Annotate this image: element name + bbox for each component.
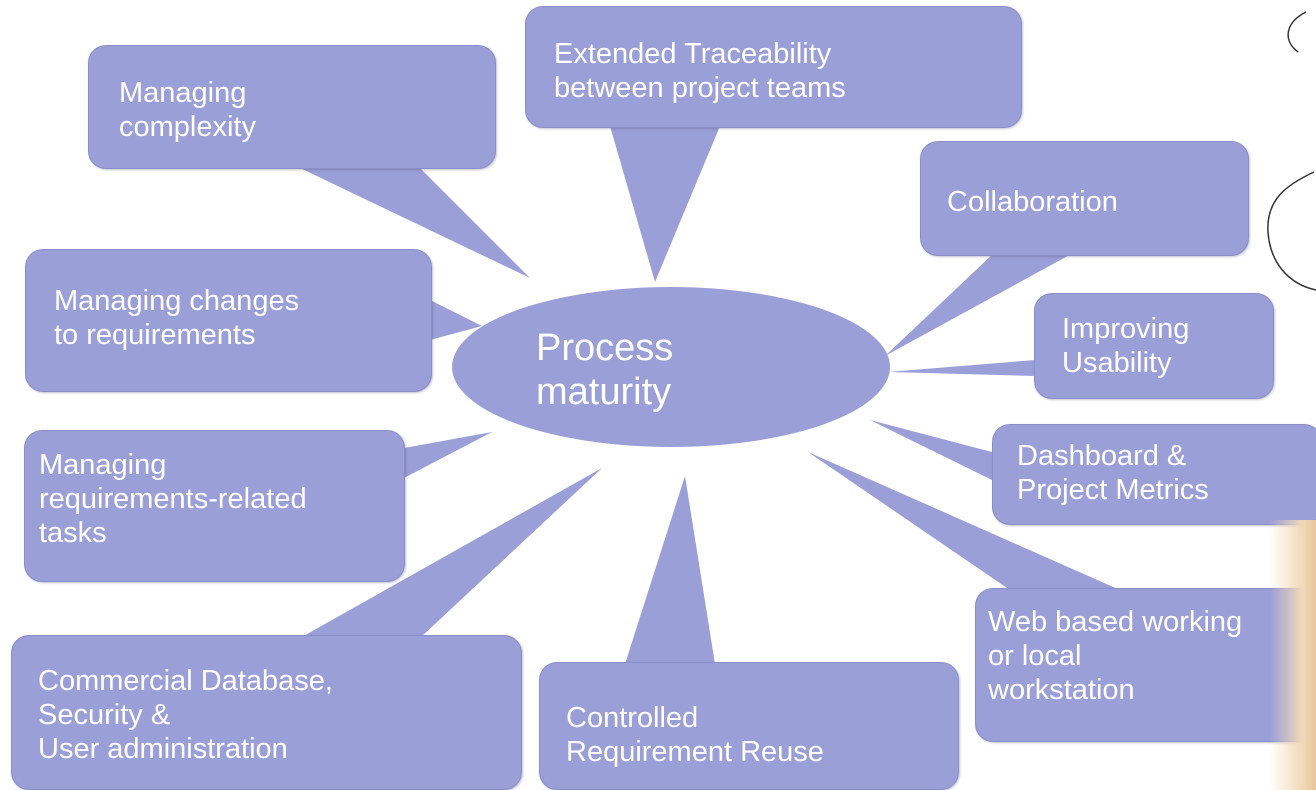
tail-changes: [430, 300, 482, 340]
callout-commercial-database: Commercial Database, Security & User adm…: [11, 635, 522, 790]
center-node: [452, 287, 890, 447]
tail-tasks: [404, 432, 492, 478]
callout-requirement-reuse: Controlled Requirement Reuse: [539, 662, 959, 790]
callout-managing-changes: Managing changes to requirements: [25, 249, 432, 392]
tail-traceability: [610, 126, 720, 282]
callout-extended-traceability: Extended Traceability between project te…: [525, 6, 1022, 128]
callout-web-based: Web based working or local workstation: [975, 588, 1316, 742]
callout-collaboration: Collaboration: [920, 141, 1249, 256]
callout-managing-tasks: Managing requirements-related tasks: [24, 430, 405, 582]
tail-reuse: [625, 476, 715, 664]
tail-web: [808, 452, 1120, 590]
callout-managing-complexity: Managing complexity: [88, 45, 496, 169]
tail-database: [300, 468, 602, 638]
center-node-label: Process maturity: [536, 327, 674, 413]
tail-complexity: [300, 168, 530, 278]
tail-dashboard: [870, 420, 992, 480]
decorative-sketch: [1267, 11, 1316, 291]
tail-usability: [888, 360, 1035, 376]
callout-improving-usability: Improving Usability: [1034, 293, 1274, 399]
callout-dashboard-metrics: Dashboard & Project Metrics: [992, 424, 1316, 525]
tail-collaboration: [885, 252, 1075, 356]
decorative-shading: [1270, 520, 1316, 790]
